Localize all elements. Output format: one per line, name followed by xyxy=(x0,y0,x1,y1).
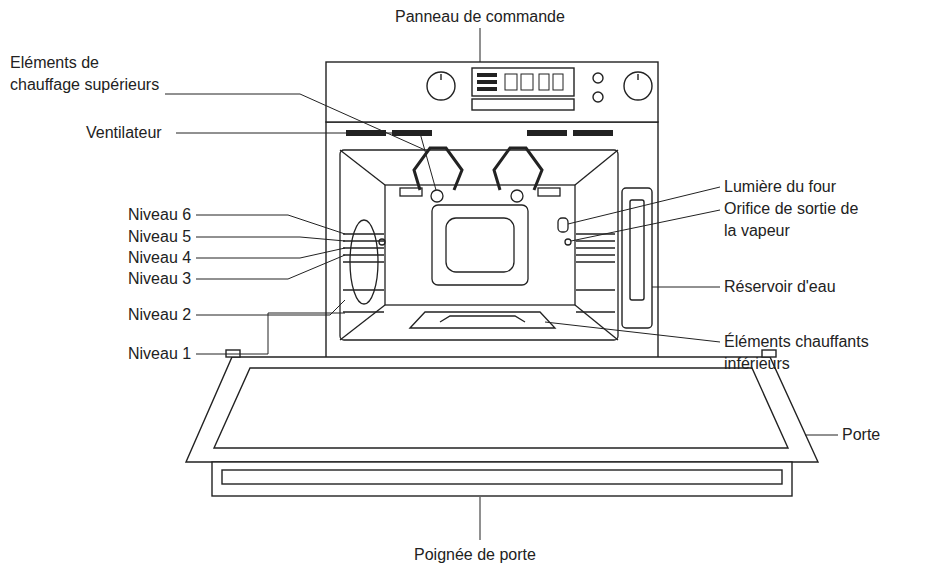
display-frame xyxy=(472,68,574,96)
element-bracket xyxy=(400,188,422,196)
cavity-edge xyxy=(340,150,385,185)
shelf-rail xyxy=(576,289,615,290)
leader-line xyxy=(480,497,481,540)
display-segment xyxy=(477,87,497,91)
display-segment xyxy=(477,73,497,77)
door-panel xyxy=(186,357,818,462)
vent-slot xyxy=(527,130,567,136)
part-label: Éléments chauffants inférieurs xyxy=(724,331,914,375)
oven-cavity xyxy=(340,148,618,340)
shelf-rails xyxy=(343,234,615,312)
leader-lines xyxy=(165,28,838,540)
shelf-rail xyxy=(576,311,615,312)
display-digit xyxy=(553,74,563,90)
oven-body xyxy=(326,62,658,358)
leader-line xyxy=(176,133,436,190)
leader-line xyxy=(568,187,720,224)
leader-line xyxy=(196,313,345,354)
leader-line xyxy=(480,28,481,62)
leader-line xyxy=(165,94,425,150)
part-label: Niveau 1 xyxy=(128,343,191,365)
element-terminal xyxy=(511,190,523,202)
knob-mark xyxy=(637,74,638,80)
panel-button xyxy=(593,92,603,102)
upper-heating-element xyxy=(494,148,542,190)
oven-frame xyxy=(326,122,658,358)
display-digit xyxy=(539,74,549,90)
cavity-edge xyxy=(340,305,385,340)
cavity-back-wall xyxy=(385,185,575,305)
fan-cover xyxy=(432,205,528,285)
element-bracket xyxy=(538,188,560,196)
lower-element-detail xyxy=(440,316,525,322)
part-label: Lumière du four xyxy=(724,176,836,198)
control-panel xyxy=(326,62,658,122)
panel-button xyxy=(593,73,603,83)
shelf-rail xyxy=(576,240,615,241)
leader-line xyxy=(196,237,345,241)
part-label: Poignée de porte xyxy=(414,544,536,566)
oven-door xyxy=(186,350,818,496)
door-handle xyxy=(212,462,792,496)
door-window xyxy=(214,368,788,448)
display-segment xyxy=(477,80,497,84)
oven-light xyxy=(558,218,568,232)
element-terminal xyxy=(431,190,443,202)
part-label: Niveau 3 xyxy=(128,268,191,290)
part-label: Eléments de chauffage supérieurs xyxy=(10,52,170,96)
part-label: Orifice de sortie de la vapeur xyxy=(724,198,864,242)
leader-line xyxy=(571,210,720,241)
steam-outlet xyxy=(565,239,571,245)
shelf-rail xyxy=(343,233,384,234)
part-label: Porte xyxy=(842,424,880,446)
water-tank xyxy=(622,188,652,328)
leader-line xyxy=(196,215,345,234)
fan-cover-inner xyxy=(446,218,514,272)
mode-knob xyxy=(427,72,455,100)
shelf-rail xyxy=(576,247,615,248)
shelf-rail xyxy=(343,289,384,290)
cavity-edge xyxy=(575,150,618,185)
steam-outlet xyxy=(379,239,385,245)
part-label: Ventilateur xyxy=(86,122,162,144)
door-handle-grip xyxy=(222,470,782,484)
leader-line xyxy=(196,255,345,279)
upper-heating-element xyxy=(414,148,462,190)
part-label: Niveau 4 xyxy=(128,247,191,269)
water-tank-window xyxy=(630,200,644,300)
part-label: Panneau de commande xyxy=(395,6,565,28)
display-digit xyxy=(505,74,517,90)
display-digit xyxy=(521,74,533,90)
part-label: Niveau 5 xyxy=(128,226,191,248)
leader-line xyxy=(652,287,720,288)
leader-line xyxy=(196,248,345,258)
part-label: Niveau 2 xyxy=(128,304,191,326)
shelf-rail xyxy=(343,247,384,248)
cavity-outline xyxy=(340,150,618,340)
shelf-rail xyxy=(343,311,384,312)
knob-mark xyxy=(440,74,441,80)
shelf-rail xyxy=(576,254,615,255)
shelf-rail xyxy=(343,261,384,262)
part-label: Niveau 6 xyxy=(128,204,191,226)
leader-line xyxy=(545,322,720,342)
shelf-rail xyxy=(343,240,384,241)
cavity-edge xyxy=(575,305,618,340)
vent-slot xyxy=(573,130,613,136)
shelf-rail xyxy=(576,261,615,262)
button-row xyxy=(472,99,574,110)
lower-heating-element xyxy=(410,312,555,328)
shelf-rail xyxy=(343,254,384,255)
leader-line xyxy=(805,435,838,436)
display-segments xyxy=(346,73,613,136)
water-tank-outline xyxy=(622,188,652,328)
part-label: Réservoir d'eau xyxy=(724,276,836,298)
temperature-knob xyxy=(624,72,652,100)
